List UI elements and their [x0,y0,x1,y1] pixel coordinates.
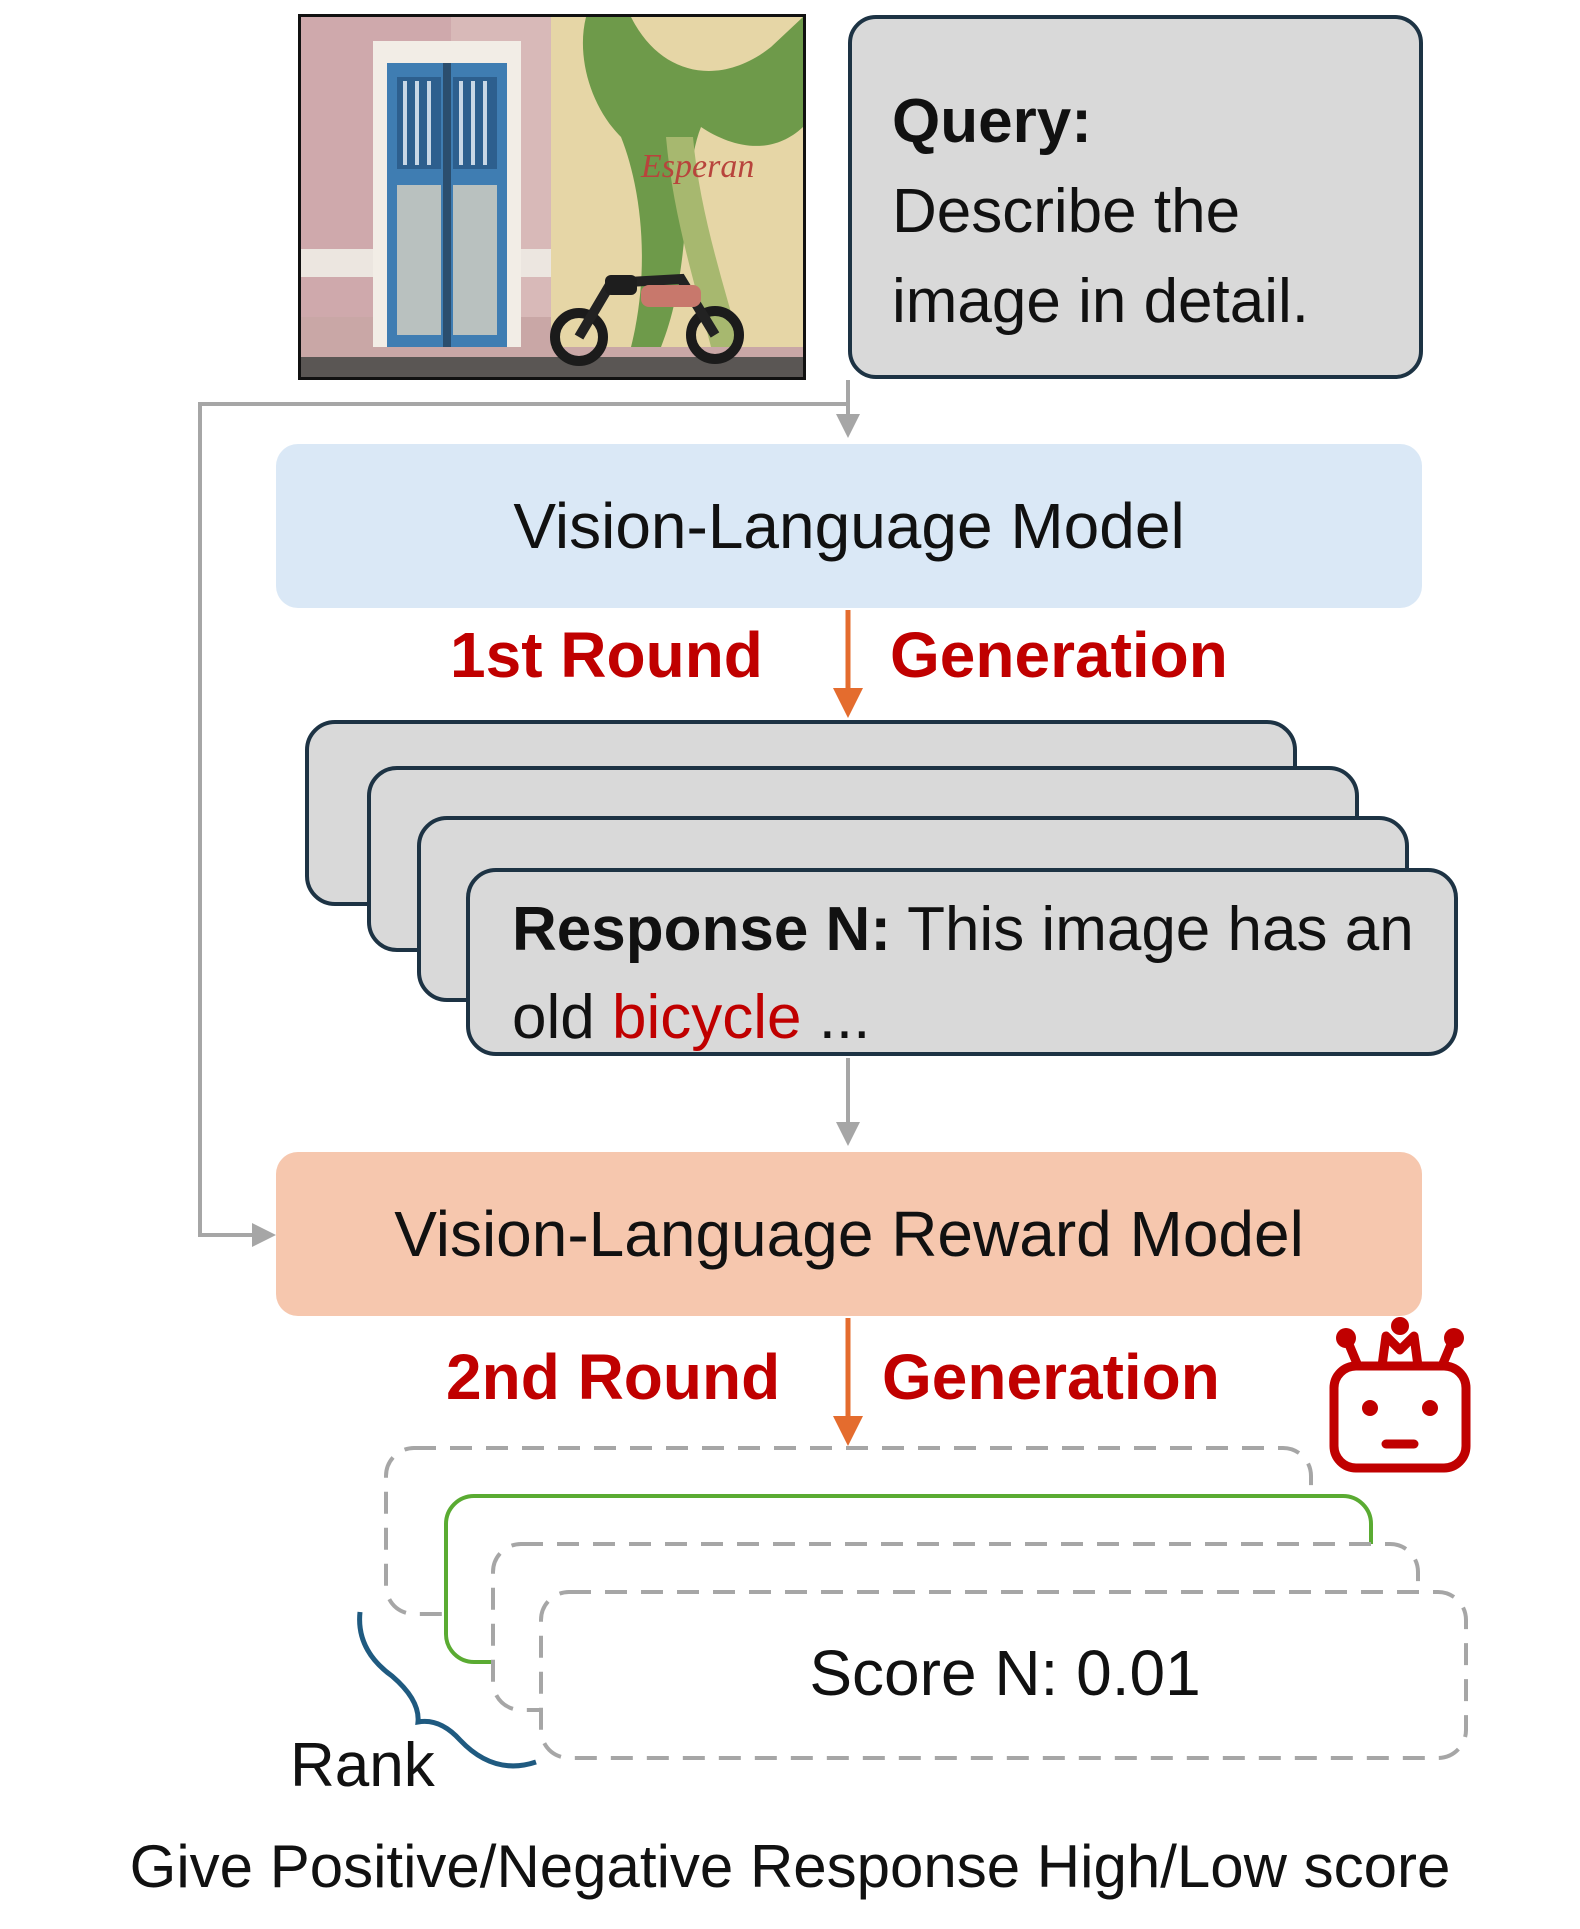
round1-generation-label: Generation [890,619,1228,691]
image-to-reward-arrow [198,402,848,1247]
round1-label: 1st Round [450,619,763,691]
reward-model-label: Vision-Language Reward Model [394,1198,1304,1270]
rank-label: Rank [290,1731,435,1800]
vlm-label: Vision-Language Model [513,490,1185,562]
query-label: Query: [892,87,1092,156]
response-ellipsis: ... [801,983,871,1052]
score-n-text: Score N: 0.01 [809,1637,1201,1709]
rank-brace-icon [357,1611,537,1769]
response-card-n: Response N: This image has an old bicycl… [466,868,1458,1056]
response-label: Response N: [512,895,891,964]
query-box: Query: Describe the image in detail. [848,15,1423,379]
reward-robot-icon [1329,1331,1471,1473]
score-card-n [539,1590,1468,1760]
vision-language-model-box: Vision-Language Model [276,444,1422,608]
round2-generation-label: Generation [882,1341,1220,1413]
input-image: Esperan [298,14,806,380]
round2-label: 2nd Round [446,1341,781,1413]
street-door-motorcycle-photo: Esperan [301,17,803,377]
vision-language-reward-model-box: Vision-Language Reward Model [276,1152,1422,1316]
response-text: This image has an old [512,895,1414,1052]
response-hallucination: bicycle [611,983,802,1052]
query-text: Describe the image in detail. [892,177,1310,336]
svg-text:Esperan: Esperan [640,148,754,185]
caption: Give Positive/Negative Response High/Low… [129,1833,1451,1900]
